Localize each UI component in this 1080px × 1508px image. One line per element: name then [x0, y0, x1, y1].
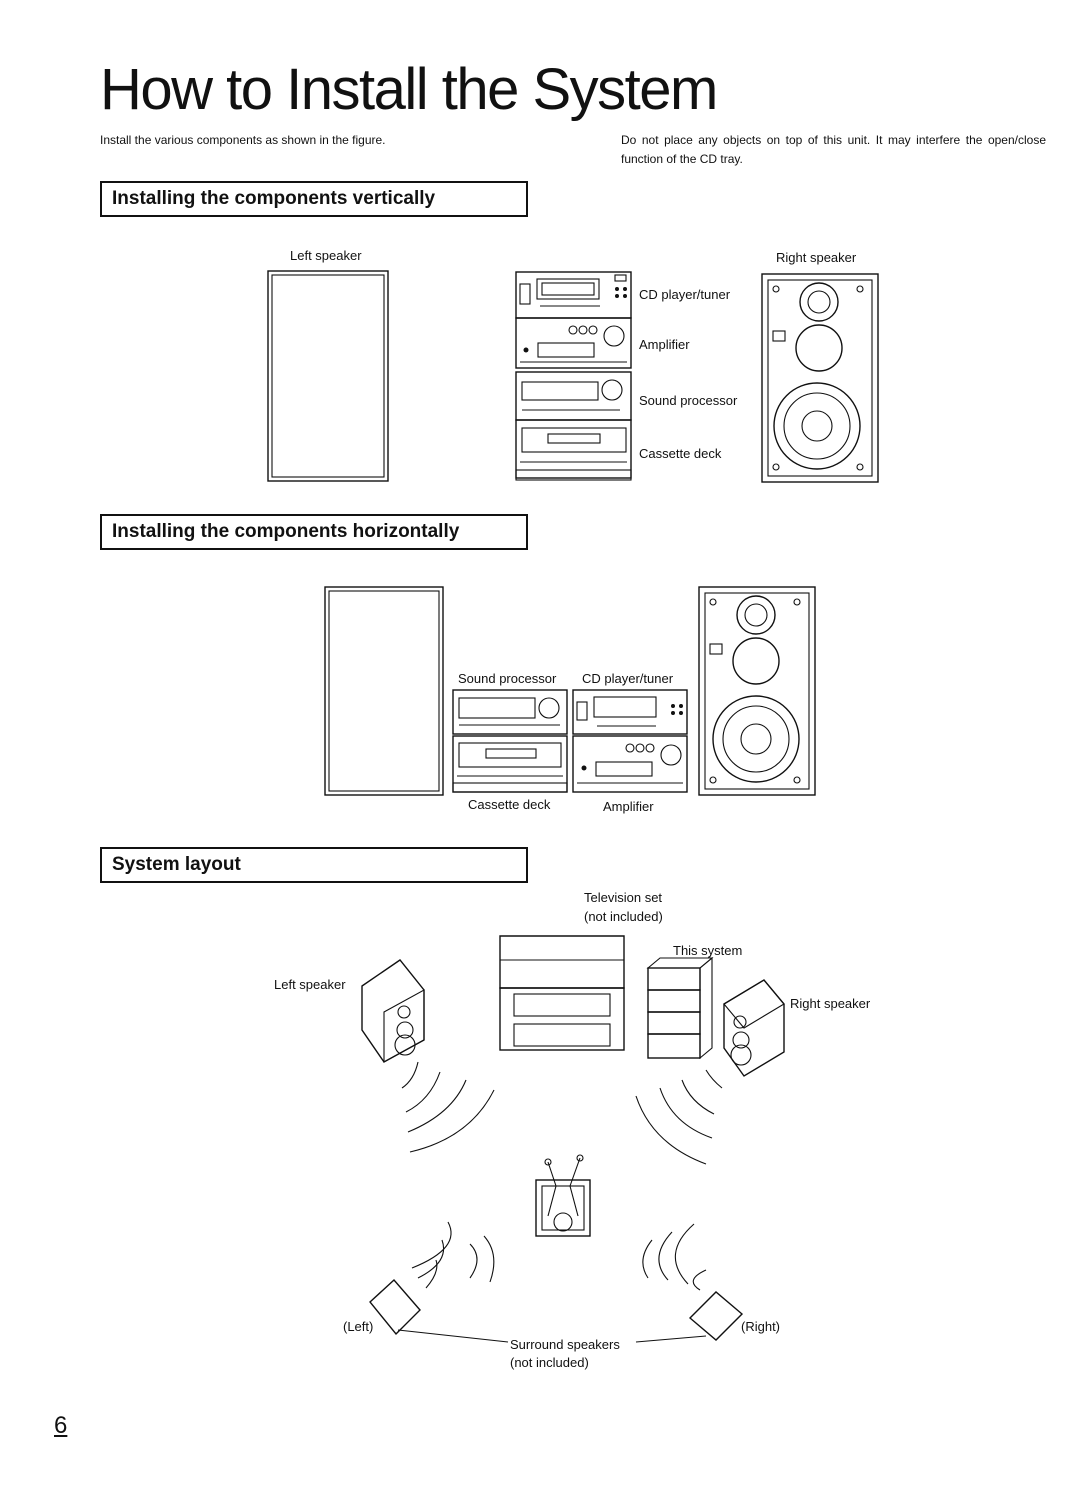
left-speaker-label: Left speaker — [290, 248, 362, 263]
right-speaker-horizontal-figure — [698, 586, 816, 796]
section-title-vertical: Installing the components vertically — [112, 188, 436, 209]
amplifier-label-h: Amplifier — [603, 799, 654, 814]
left-speaker-vertical-figure — [267, 270, 389, 482]
component-grid-horizontal-figure — [452, 689, 688, 793]
section-header-vertical: Installing the components vertically — [100, 181, 528, 217]
surround-speakers-note: (not included) — [510, 1355, 589, 1370]
left-speaker-horizontal-figure — [324, 586, 444, 796]
television-label: Television set — [584, 890, 663, 905]
section-header-layout: System layout — [100, 847, 528, 883]
amplifier-label: Amplifier — [639, 337, 690, 352]
right-speaker-vertical-figure — [761, 273, 879, 483]
page-number: 6 — [54, 1412, 68, 1439]
page-title: How to Install the System — [100, 57, 718, 122]
left-speaker-layout-label: Left speaker — [274, 977, 346, 992]
right-speaker-layout-label: Right speaker — [790, 996, 871, 1011]
sound-processor-label: Sound processor — [639, 393, 738, 408]
section-header-horizontal: Installing the components horizontally — [100, 514, 528, 550]
cassette-deck-label-h: Cassette deck — [468, 797, 551, 812]
television-note: (not included) — [584, 909, 663, 924]
system-stack-figure — [646, 956, 714, 1060]
sound-waves-front — [401, 1061, 723, 1165]
caution-text: Do not place any objects on top of this … — [621, 133, 1046, 166]
cd-player-tuner-label-h: CD player/tuner — [582, 671, 674, 686]
surround-left-label: (Left) — [343, 1319, 374, 1334]
right-speaker-label: Right speaker — [776, 250, 857, 265]
surround-speakers-label: Surround speakers — [510, 1337, 620, 1352]
surround-left-figure — [369, 1278, 421, 1336]
surround-right-figure — [688, 1291, 744, 1341]
section-title-horizontal: Installing the components horizontally — [112, 521, 460, 542]
sound-waves-surround — [411, 1221, 707, 1291]
television-figure — [499, 935, 625, 1051]
component-stack-vertical-figure — [515, 271, 632, 481]
left-speaker-layout-figure — [361, 959, 425, 1063]
right-speaker-layout-figure — [723, 979, 785, 1077]
listener-figure — [535, 1154, 591, 1237]
surround-right-label: (Right) — [741, 1319, 781, 1334]
surround-left-leader — [397, 1329, 509, 1343]
section-title-layout: System layout — [112, 854, 241, 875]
this-system-label: This system — [673, 943, 743, 958]
sound-processor-label-h: Sound processor — [458, 671, 557, 686]
intro-text: Install the various components as shown … — [100, 133, 386, 147]
cd-player-tuner-label: CD player/tuner — [639, 287, 731, 302]
cassette-deck-label: Cassette deck — [639, 446, 722, 461]
surround-right-leader — [635, 1335, 707, 1343]
